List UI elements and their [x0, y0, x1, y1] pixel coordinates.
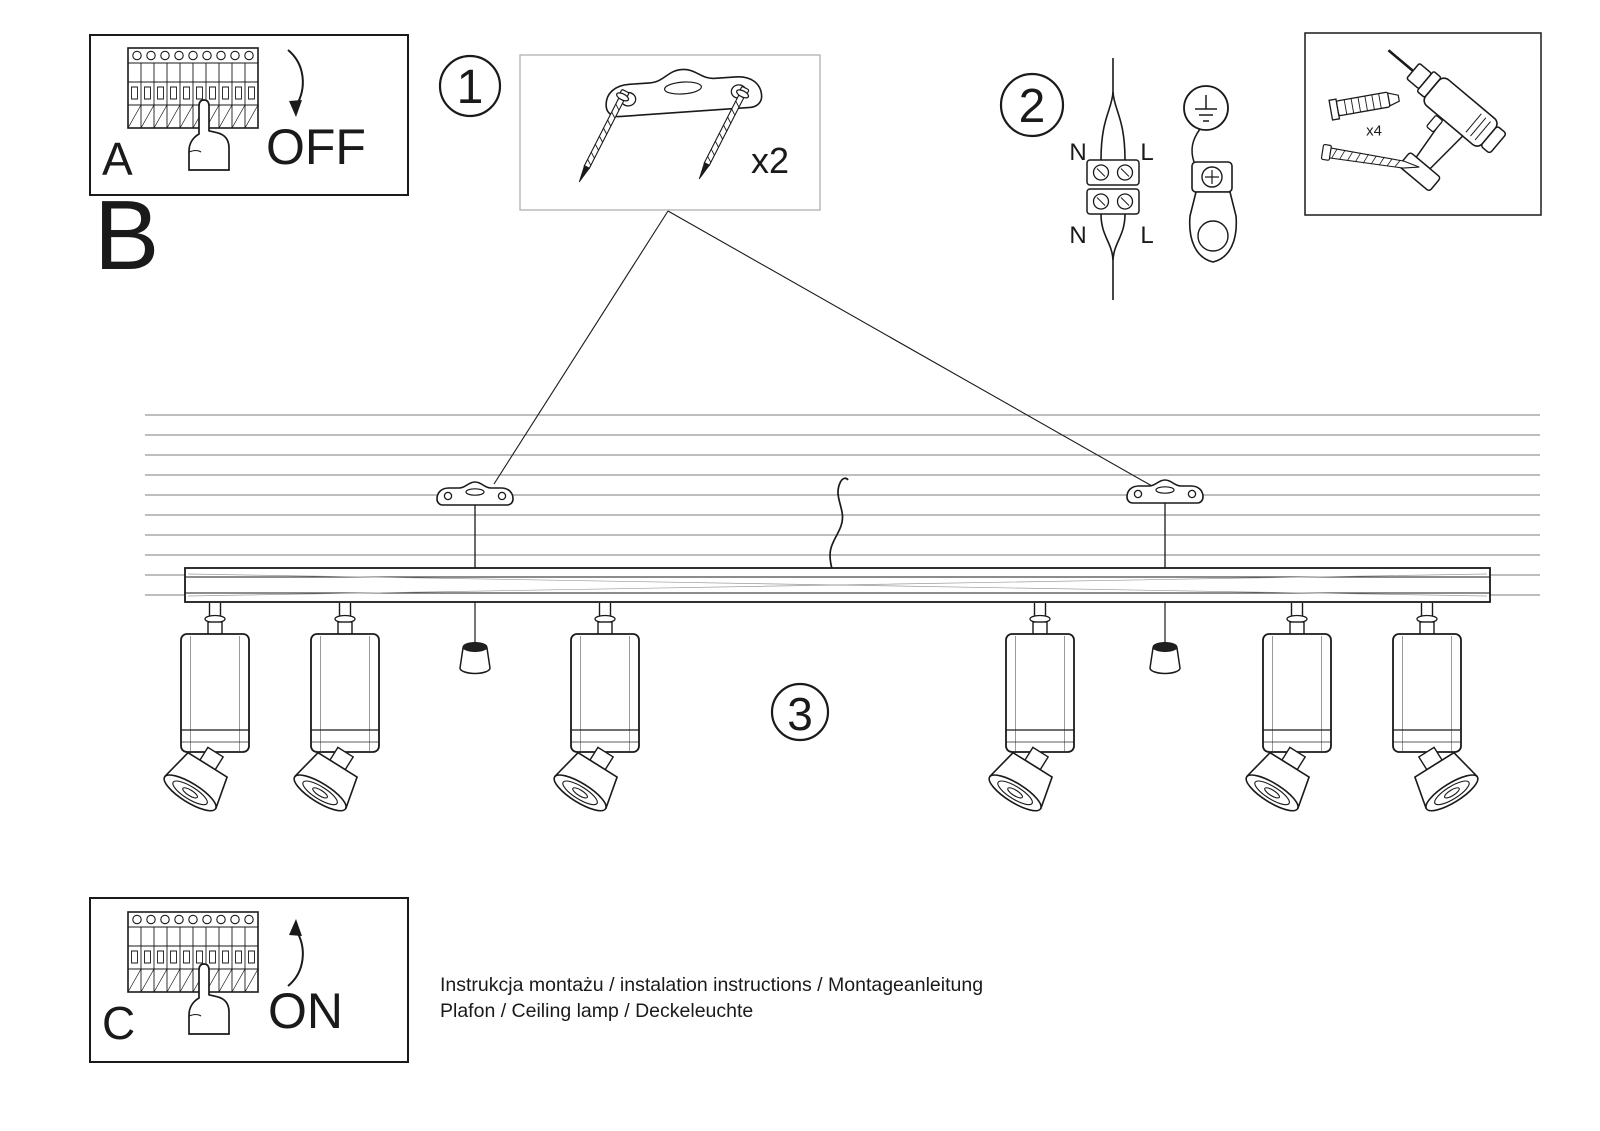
wire-label-l-bottom: L	[1140, 222, 1154, 249]
wire-label-n-bottom: N	[1069, 222, 1087, 249]
step2-circle	[999, 72, 1065, 138]
section-b-letter: B	[94, 180, 160, 290]
power-cable	[829, 477, 849, 570]
circuit-breaker-icon	[127, 911, 259, 993]
spotlight-1	[158, 602, 250, 818]
ground-clamp	[1188, 161, 1238, 263]
spotlight-5	[1240, 602, 1332, 818]
footer-line-2: Plafon / Ceiling lamp / Deckeleuchte	[440, 1000, 754, 1022]
ceiling-bracket-left-icon	[436, 481, 514, 506]
step3-number: 3	[787, 688, 813, 740]
pointer-lines	[493, 210, 1153, 487]
panel-c-letter: C	[102, 997, 136, 1049]
panel-c-box	[89, 897, 409, 1063]
drill-icon	[1387, 49, 1507, 192]
wire-label-n-top: N	[1069, 139, 1087, 166]
tools-quantity: x4	[1366, 122, 1382, 140]
tools-box	[1304, 32, 1542, 216]
ground-assembly	[1183, 85, 1238, 263]
step2-number: 2	[1018, 80, 1046, 133]
step1-number: 1	[456, 61, 484, 114]
spotlight-4	[983, 602, 1075, 818]
terminal-block	[1086, 159, 1140, 215]
panel-a-letter: A	[102, 133, 133, 185]
long-screw-icon	[1320, 143, 1420, 169]
canopy-cap-left-icon	[459, 641, 491, 675]
step1-quantity: x2	[750, 140, 790, 181]
parts-box	[519, 54, 821, 211]
lamp-track	[184, 567, 1491, 603]
circuit-breaker-icon	[127, 47, 259, 129]
arrow-down-head	[289, 100, 302, 117]
step3-circle	[770, 682, 830, 742]
ceiling-bracket-right-icon	[1126, 479, 1204, 504]
switch-off-label: OFF	[266, 119, 366, 175]
spotlight-6	[1392, 602, 1484, 818]
switch-on-label: ON	[268, 983, 343, 1039]
step1-circle	[438, 54, 502, 118]
spotlight-3	[548, 602, 640, 818]
arrow-up-head	[289, 919, 302, 936]
canopy-cap-right-icon	[1149, 641, 1181, 675]
footer-line-1: Instrukcja montażu / instalation instruc…	[440, 974, 984, 996]
wire-label-l-top: L	[1140, 139, 1154, 166]
wall-plug-icon	[1328, 91, 1400, 121]
wiring-diagram	[1086, 58, 1140, 300]
spotlight-2	[288, 602, 380, 818]
panel-a-box	[89, 34, 409, 196]
